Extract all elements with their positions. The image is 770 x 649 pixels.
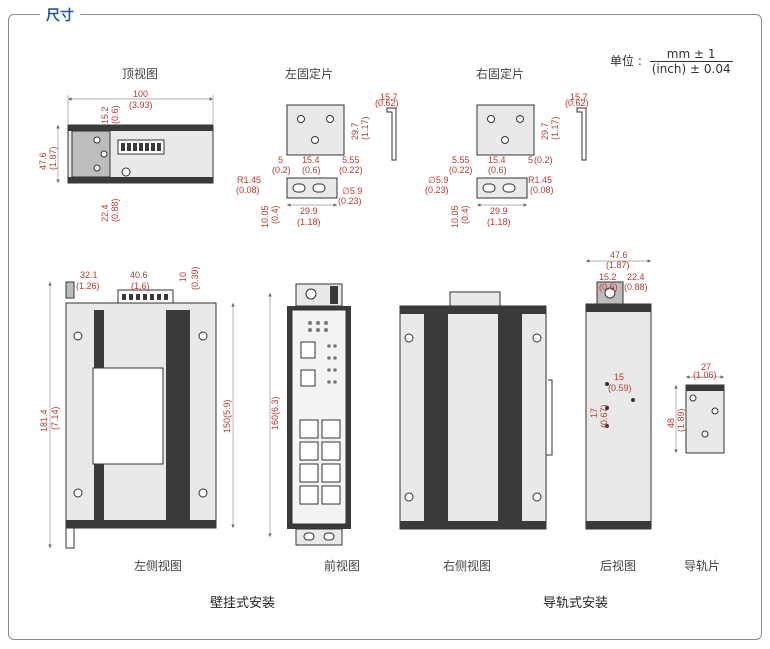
dim-rb-157-in: (0.62) bbox=[565, 98, 589, 108]
dim-rb-299-mm: 29.9 bbox=[490, 206, 508, 216]
dim-top-224-in: (0.88) bbox=[110, 198, 120, 222]
dim-rb-299-in: (1.18) bbox=[487, 217, 511, 227]
dim-re-17-in: (0.67) bbox=[599, 404, 609, 428]
dim-re-224-mm: 22.4 bbox=[627, 272, 645, 282]
dim-din-48-mm: 48 bbox=[666, 418, 676, 428]
dim-lb-154-mm: 15.4 bbox=[302, 155, 320, 165]
dim-top-height-in: (1.87) bbox=[48, 146, 58, 170]
dim-ls-321-in: (1.26) bbox=[76, 281, 100, 291]
dim-top-224-mm: 22.4 bbox=[100, 204, 110, 222]
label-rear-view: 后视图 bbox=[600, 559, 637, 573]
dim-lb-299-in: (1.18) bbox=[297, 217, 321, 227]
dim-re-476-mm: 47.6 bbox=[610, 250, 628, 260]
dim-rb-1005-in: (0.4) bbox=[460, 205, 470, 224]
dim-top-152-mm: 15.2 bbox=[100, 106, 110, 124]
dim-lb-r-mm: R1.45 bbox=[237, 175, 261, 185]
left-side-view-drawing bbox=[65, 281, 217, 549]
dim-lb-297-mm: 29.7 bbox=[350, 122, 360, 140]
top-view-drawing bbox=[67, 124, 214, 184]
dim-lb-1005-mm: 10.05 bbox=[260, 205, 270, 228]
left-bracket-drawing bbox=[286, 104, 397, 199]
dim-rb-1005-mm: 10.05 bbox=[450, 205, 460, 228]
dim-lb-297-in: (1.17) bbox=[360, 116, 370, 140]
dim-lb-5-in: (0.2) bbox=[272, 165, 291, 175]
dim-lb-157-in: (0.62) bbox=[375, 98, 399, 108]
dim-ls-1814-mm: 181.4 bbox=[39, 409, 49, 432]
dim-rb-r-mm: R1.45 bbox=[528, 175, 552, 185]
dim-rb-5-in: (0.2) bbox=[534, 155, 553, 165]
dim-rb-r-in: (0.08) bbox=[530, 185, 554, 195]
label-left-bracket: 左固定片 bbox=[285, 67, 334, 81]
front-view-drawing bbox=[287, 283, 351, 546]
unit-legend: 单位 : mm ± 1 (inch) ± 0.04 bbox=[610, 47, 733, 76]
dim-lb-d-mm: ∅5.9 bbox=[342, 186, 362, 196]
dim-rb-154-mm: 15.4 bbox=[488, 155, 506, 165]
dim-re-476-in: (1.87) bbox=[606, 260, 630, 270]
dim-rb-297-in: (1.17) bbox=[550, 116, 560, 140]
dim-top-height-mm: 47.6 bbox=[38, 152, 48, 170]
label-wall-mount: 壁挂式安装 bbox=[210, 596, 276, 611]
label-front-view: 前视图 bbox=[324, 559, 361, 573]
dim-din-48-in: (1.89) bbox=[676, 408, 686, 432]
unit-numerator: mm ± 1 bbox=[649, 47, 733, 62]
dim-re-15-mm: 15 bbox=[614, 372, 624, 382]
unit-denominator: (inch) ± 0.04 bbox=[651, 62, 731, 76]
dim-rb-297-mm: 29.7 bbox=[540, 122, 550, 140]
dim-lb-1005-in: (0.4) bbox=[270, 205, 280, 224]
dim-rb-d-in: (0.23) bbox=[425, 185, 449, 195]
section-title: 尺寸 bbox=[40, 5, 80, 25]
dim-ls-150: 150(5.9) bbox=[222, 399, 232, 433]
right-bracket-drawing bbox=[476, 104, 587, 199]
dim-top-width-mm: 100 bbox=[133, 89, 148, 99]
dim-lb-555-mm: 5.55 bbox=[342, 155, 360, 165]
dim-lb-5-mm: 5 bbox=[278, 155, 283, 165]
dim-lb-299-mm: 29.9 bbox=[300, 206, 318, 216]
dim-rb-555-mm: 5.55 bbox=[452, 155, 470, 165]
dim-rb-157-mm: 15.7 bbox=[570, 92, 588, 102]
dim-ls-321-mm: 32.1 bbox=[80, 270, 98, 280]
dim-ls-1814-in: (7.14) bbox=[50, 406, 60, 430]
dim-lb-555-in: (0.22) bbox=[339, 165, 363, 175]
dimensions-frame bbox=[8, 14, 762, 640]
label-right-side-view: 右侧视图 bbox=[443, 559, 492, 573]
unit-label: 单位 : bbox=[610, 54, 642, 68]
right-side-view-drawing bbox=[399, 291, 553, 530]
dim-lb-d-in: (0.23) bbox=[338, 196, 362, 206]
dim-ls-10-in: (0.39) bbox=[190, 266, 200, 290]
dim-top-152-in: (0.6) bbox=[110, 105, 120, 124]
dim-re-152-in: (0.6) bbox=[599, 282, 618, 292]
dim-ls-406-mm: 40.6 bbox=[130, 270, 148, 280]
dim-rb-154-in: (0.6) bbox=[488, 165, 507, 175]
dim-rb-d-mm: ∅5.9 bbox=[428, 175, 448, 185]
dim-re-17-mm: 17 bbox=[589, 408, 599, 418]
label-left-side-view: 左侧视图 bbox=[134, 559, 183, 573]
label-din-mount: 导轨式安装 bbox=[543, 596, 609, 611]
dim-top-width-in: (3.93) bbox=[129, 100, 153, 110]
rear-view-drawing bbox=[585, 281, 652, 530]
dim-re-15-in: (0.59) bbox=[608, 383, 632, 393]
dim-din-27-in: (1.06) bbox=[693, 370, 717, 380]
dim-ls-406-in: (1.6) bbox=[131, 281, 150, 291]
dim-ls-10-mm: 10 bbox=[178, 272, 188, 282]
dim-lb-157-mm: 15.7 bbox=[380, 92, 398, 102]
dim-rb-5-mm: 5 bbox=[528, 155, 533, 165]
label-right-bracket: 右固定片 bbox=[476, 67, 525, 81]
dim-rb-555-in: (0.22) bbox=[449, 165, 473, 175]
dim-re-152-mm: 15.2 bbox=[599, 272, 617, 282]
dim-re-224-in: (0.88) bbox=[624, 282, 648, 292]
dim-lb-r-in: (0.08) bbox=[236, 185, 260, 195]
dim-din-27-mm: 27 bbox=[701, 362, 711, 372]
unit-fraction: mm ± 1 (inch) ± 0.04 bbox=[649, 47, 733, 76]
din-clip-drawing bbox=[685, 384, 725, 454]
dim-fr-160: 160(6.3) bbox=[270, 396, 280, 430]
label-top-view: 顶视图 bbox=[122, 67, 159, 81]
dim-lb-154-in: (0.6) bbox=[302, 165, 321, 175]
label-din-clip: 导轨片 bbox=[684, 559, 721, 573]
